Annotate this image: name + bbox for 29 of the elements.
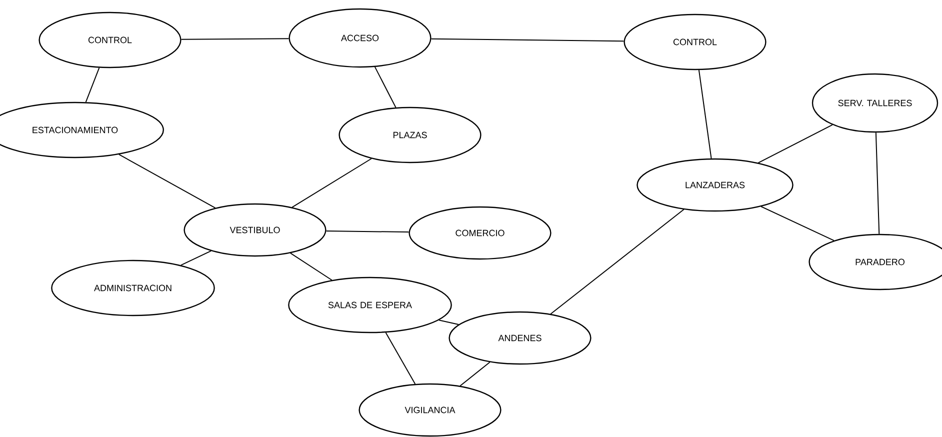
connector-line xyxy=(460,362,490,386)
connector-line xyxy=(118,154,216,208)
ellipse-node: CONTROL xyxy=(38,12,182,68)
connector-line xyxy=(180,38,290,40)
connector-line xyxy=(698,70,712,159)
connector-line xyxy=(326,230,410,233)
connector-line xyxy=(875,132,880,234)
connector-line xyxy=(85,67,100,103)
ellipse-node: ACCESO xyxy=(288,8,432,68)
ellipse-node: SERV. TALLERES xyxy=(812,73,938,133)
connector-line xyxy=(385,332,416,384)
ellipse-node: VIGILANCIA xyxy=(358,383,502,437)
ellipse-node: PLAZAS xyxy=(338,106,482,164)
connector-line xyxy=(374,66,396,108)
connector-line xyxy=(760,206,834,242)
ellipse-node: VESTIBULO xyxy=(184,203,326,257)
connector-line xyxy=(430,38,624,42)
connector-line xyxy=(292,158,372,208)
ellipse-node: COMERCIO xyxy=(408,206,552,260)
connector-line xyxy=(438,320,460,325)
connector-line xyxy=(758,124,833,164)
ellipse-node: LANZADERAS xyxy=(636,158,794,212)
ellipse-node: ANDENES xyxy=(448,311,592,365)
connector-line xyxy=(180,250,212,266)
ellipse-node: CONTROL xyxy=(624,14,766,70)
connector-line xyxy=(290,252,332,281)
ellipse-node: SALAS DE ESPERA xyxy=(288,276,452,334)
connector-line xyxy=(550,208,684,314)
ellipse-node: ADMINISTRACION xyxy=(51,260,215,316)
